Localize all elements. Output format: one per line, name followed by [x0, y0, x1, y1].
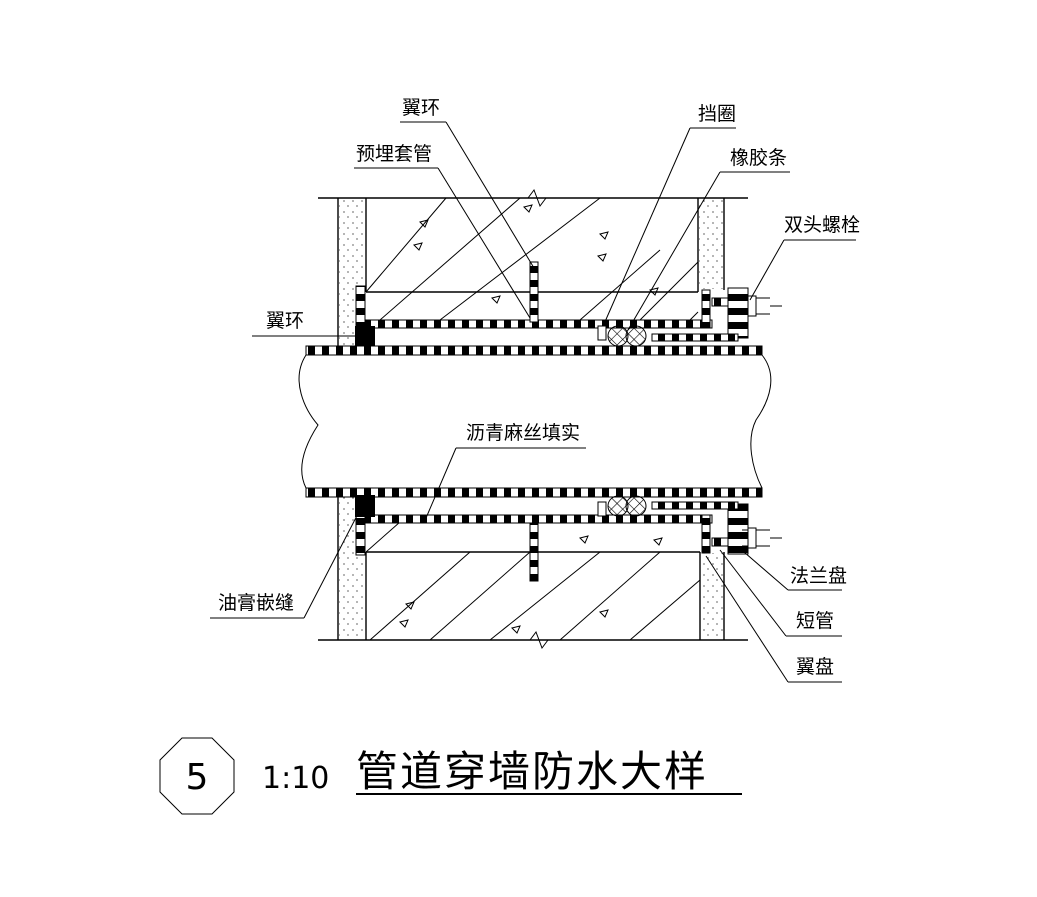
- label-rubber-strip: 橡胶条: [730, 147, 787, 169]
- label-wing-plate: 翼盘: [796, 656, 834, 678]
- labels: 翼环 预埋套管 挡圈 橡胶条 双头螺栓 翼环 沥青麻丝填实 油膏嵌缝 法兰盘 短…: [218, 97, 860, 678]
- label-grease-caulk: 油膏嵌缝: [218, 591, 294, 614]
- detail-number: 5: [186, 757, 209, 798]
- pipe: [298, 345, 772, 498]
- flange-bottom: [651, 501, 782, 555]
- embedded-sleeve-bottom: [355, 514, 729, 582]
- grease-caulk-bottom: [355, 495, 375, 517]
- label-wing-ring-left: 翼环: [266, 310, 304, 332]
- label-asphalt-fill: 沥青麻丝填实: [466, 422, 580, 444]
- drawing-title: 管道穿墙防水大样: [356, 747, 708, 796]
- label-embedded-sleeve: 预埋套管: [356, 143, 432, 165]
- title-block: 5 1:10 管道穿墙防水大样: [159, 737, 742, 815]
- leader-lines: [210, 121, 856, 683]
- embedded-sleeve-top: [355, 261, 729, 333]
- label-double-bolt: 双头螺栓: [784, 214, 860, 236]
- wall-top: [318, 188, 748, 348]
- rubber-strip-bottom: [597, 495, 647, 517]
- flange-top: [651, 287, 782, 342]
- grease-caulk-top: [355, 326, 375, 348]
- label-short-pipe: 短管: [796, 610, 834, 632]
- label-flange-plate: 法兰盘: [790, 565, 847, 587]
- rubber-strip-top: [597, 325, 647, 347]
- label-wing-ring-top: 翼环: [402, 97, 440, 119]
- drawing-scale: 1:10: [262, 761, 329, 796]
- label-stop-ring: 挡圈: [698, 103, 736, 125]
- detail-number-octagon: [159, 737, 235, 815]
